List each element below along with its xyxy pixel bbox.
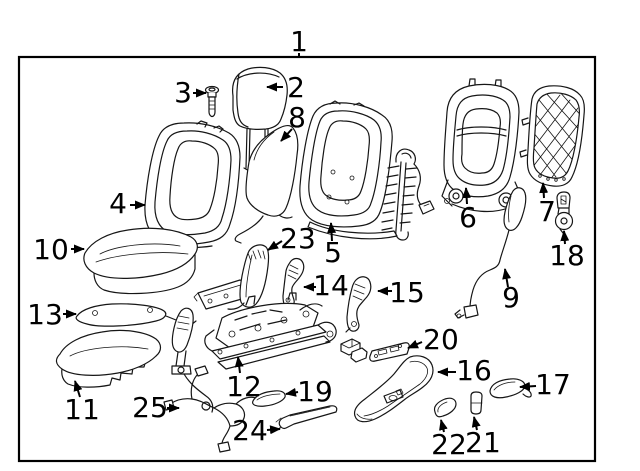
callout-23[interactable]: 23 xyxy=(267,222,316,255)
callout-5-label[interactable]: 5 xyxy=(324,236,342,269)
callout-9[interactable]: 9 xyxy=(502,268,520,314)
callout-4[interactable]: 4 xyxy=(109,187,146,220)
seat-adjuster-art xyxy=(204,292,337,370)
callout-3[interactable]: 3 xyxy=(174,76,207,109)
callout-21[interactable]: 21 xyxy=(465,416,501,459)
bracket-15-art xyxy=(345,276,372,333)
recliner-cover-art xyxy=(193,244,270,310)
tube-24-art xyxy=(275,405,338,431)
callout-5[interactable]: 5 xyxy=(324,222,342,269)
callout-1-label[interactable]: 1 xyxy=(290,25,308,58)
callout-25[interactable]: 25 xyxy=(132,391,180,424)
trim-17-art xyxy=(489,378,532,399)
seat-belt-buckle-art xyxy=(171,307,214,413)
seat-back-panel-art xyxy=(519,85,585,187)
callout-10[interactable]: 10 xyxy=(33,233,85,266)
callout-20-label[interactable]: 20 xyxy=(423,323,459,356)
callout-22-label[interactable]: 22 xyxy=(431,428,467,461)
callout-17[interactable]: 17 xyxy=(519,368,571,401)
callout-7[interactable]: 7 xyxy=(538,182,556,228)
bracket-14-art xyxy=(282,257,305,308)
seat-back-cover-front-art xyxy=(299,100,398,240)
callout-13[interactable]: 13 xyxy=(27,298,77,331)
callout-14-label[interactable]: 14 xyxy=(313,269,349,302)
callout-24-label[interactable]: 24 xyxy=(232,414,268,447)
callout-19[interactable]: 19 xyxy=(285,375,333,408)
seat-back-frame-art xyxy=(441,78,523,213)
seat-back-cover-left-art xyxy=(140,120,241,249)
callout-15[interactable]: 15 xyxy=(377,276,425,309)
callout-15-label[interactable]: 15 xyxy=(389,276,425,309)
diagram-border xyxy=(17,55,597,463)
callout-2-label[interactable]: 2 xyxy=(287,71,305,104)
callout-12[interactable]: 12 xyxy=(226,356,262,403)
block-21-art xyxy=(470,391,483,415)
callout-18[interactable]: 18 xyxy=(549,230,585,272)
callout-13-label[interactable]: 13 xyxy=(27,298,63,331)
clip-switch-20-art xyxy=(340,338,410,363)
callout-8-label[interactable]: 8 xyxy=(288,101,306,134)
callout-17-label[interactable]: 17 xyxy=(535,368,571,401)
belt-buckle-cable-art xyxy=(454,187,527,319)
callout-7-label[interactable]: 7 xyxy=(538,195,556,228)
seat-back-pad-art xyxy=(234,124,299,244)
callout-4-label[interactable]: 4 xyxy=(109,187,127,220)
callout-9-label[interactable]: 9 xyxy=(502,281,520,314)
pad-19-art xyxy=(252,390,286,407)
callout-23-label[interactable]: 23 xyxy=(280,222,316,255)
knob-22-art xyxy=(433,397,457,418)
callout-14[interactable]: 14 xyxy=(303,269,349,302)
callout-18-label[interactable]: 18 xyxy=(549,239,585,272)
guide-latch-art xyxy=(554,191,574,234)
callout-16-label[interactable]: 16 xyxy=(456,354,492,387)
wiring-harness-art xyxy=(163,365,257,453)
seat-cushion-cover-art xyxy=(55,329,162,388)
callout-6-label[interactable]: 6 xyxy=(459,201,477,234)
callout-1[interactable]: 1 xyxy=(290,25,308,58)
seat-cushion-art xyxy=(83,227,198,295)
callout-16[interactable]: 16 xyxy=(437,354,492,387)
callout-6[interactable]: 6 xyxy=(459,187,477,234)
callout-2[interactable]: 2 xyxy=(266,71,305,104)
callout-21-label[interactable]: 21 xyxy=(465,426,501,459)
callout-11[interactable]: 11 xyxy=(64,380,100,426)
callout-3-label[interactable]: 3 xyxy=(174,76,192,109)
lumbar-support-art xyxy=(381,148,435,241)
side-valance-art xyxy=(353,355,434,423)
callout-20[interactable]: 20 xyxy=(407,323,459,356)
callout-19-label[interactable]: 19 xyxy=(297,375,333,408)
callout-22[interactable]: 22 xyxy=(431,419,467,461)
callout-8[interactable]: 8 xyxy=(280,101,306,142)
headrest-guide-art xyxy=(204,85,220,118)
callout-12-label[interactable]: 12 xyxy=(226,370,262,403)
callout-24[interactable]: 24 xyxy=(232,414,281,447)
callout-11-label[interactable]: 11 xyxy=(64,393,100,426)
callout-10-label[interactable]: 10 xyxy=(33,233,69,266)
callout-25-label[interactable]: 25 xyxy=(132,391,168,424)
